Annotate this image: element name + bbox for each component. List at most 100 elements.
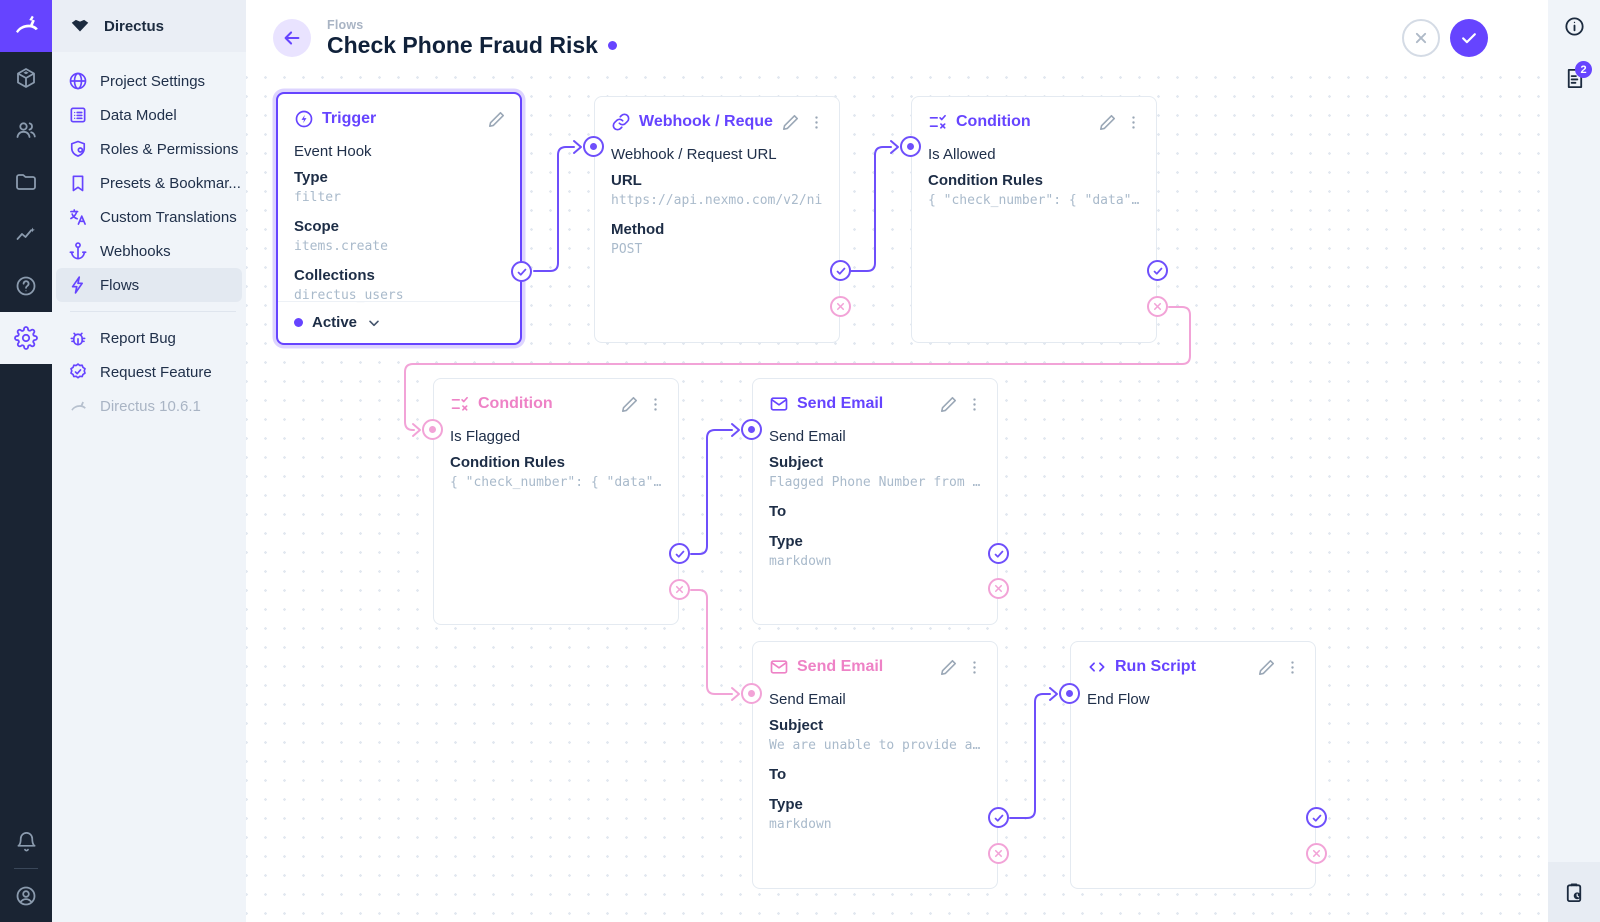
edit-icon[interactable]	[781, 113, 800, 132]
edit-icon[interactable]	[939, 395, 958, 414]
resolve-anchor[interactable]	[1306, 807, 1327, 828]
flow-header: Flows Check Phone Fraud Risk	[246, 0, 1548, 76]
input-anchor[interactable]	[741, 419, 762, 440]
card-title: Condition	[956, 113, 1031, 130]
card-title: Send Email	[797, 658, 884, 675]
info-button[interactable]	[1548, 0, 1600, 52]
nav-item-project-settings[interactable]: Project Settings	[56, 64, 242, 98]
insights-module-activity-icon[interactable]	[0, 208, 52, 260]
edit-icon[interactable]	[1257, 658, 1276, 677]
reject-anchor[interactable]	[1147, 296, 1168, 317]
directus-rabbit-icon	[68, 396, 88, 416]
status-dot	[294, 318, 303, 327]
nav-item-roles-permissions[interactable]: Roles & Permissions	[56, 132, 242, 166]
input-anchor[interactable]	[900, 136, 921, 157]
more-options-icon[interactable]	[647, 396, 664, 413]
resolve-anchor[interactable]	[988, 543, 1009, 564]
notices-button[interactable]: 2	[1548, 52, 1600, 104]
more-options-icon[interactable]	[966, 659, 983, 676]
input-anchor[interactable]	[583, 136, 604, 157]
users-module-icon[interactable]	[0, 104, 52, 156]
flow-status-toggle[interactable]: Active	[278, 301, 520, 343]
field-label: To	[769, 766, 787, 783]
field-label: Condition Rules	[450, 454, 565, 471]
nav-label: Report Bug	[100, 329, 176, 347]
resolve-anchor[interactable]	[511, 261, 532, 282]
flow-card-condition-flagged[interactable]: Condition Is Flagged Condition Rules{ "c…	[422, 378, 690, 625]
bookmark-icon	[68, 173, 88, 193]
field-value: markdown	[769, 554, 832, 569]
back-button[interactable]	[273, 19, 311, 57]
rule-icon	[450, 394, 470, 414]
nav-label: Request Feature	[100, 363, 212, 381]
bolt-icon	[68, 275, 88, 295]
help-module-icon[interactable]	[0, 260, 52, 312]
reject-anchor[interactable]	[1306, 843, 1327, 864]
notifications-bell-icon[interactable]	[0, 815, 52, 867]
more-options-icon[interactable]	[1125, 114, 1142, 131]
shield-icon	[68, 139, 88, 159]
discard-changes-button[interactable]	[1402, 19, 1440, 57]
activity-log-button[interactable]	[1548, 862, 1600, 922]
edit-icon[interactable]	[1098, 113, 1117, 132]
page-title-text: Check Phone Fraud Risk	[327, 31, 598, 58]
nav-item-data-model[interactable]: Data Model	[56, 98, 242, 132]
nav-item-flows[interactable]: Flows	[56, 268, 242, 302]
resolve-anchor[interactable]	[669, 543, 690, 564]
nav-item-custom-translations[interactable]: Custom Translations	[56, 200, 242, 234]
resolve-anchor[interactable]	[988, 807, 1009, 828]
flow-canvas[interactable]: Flows Check Phone Fraud Risk Trigger Eve…	[246, 0, 1548, 922]
more-options-icon[interactable]	[808, 114, 825, 131]
trigger-name: Event Hook	[294, 143, 372, 160]
field-label: Collections	[294, 267, 375, 284]
resolve-anchor[interactable]	[830, 260, 851, 281]
edit-icon[interactable]	[487, 110, 506, 129]
edit-icon[interactable]	[620, 395, 639, 414]
more-options-icon[interactable]	[1284, 659, 1301, 676]
flow-card-condition-allowed[interactable]: Condition Is Allowed Condition Rules{ "c…	[900, 96, 1168, 343]
module-bar	[0, 0, 52, 922]
input-anchor[interactable]	[422, 419, 443, 440]
flow-card-run-script[interactable]: Run Script End Flow	[1059, 641, 1327, 889]
reject-anchor[interactable]	[830, 296, 851, 317]
files-module-folder-icon[interactable]	[0, 156, 52, 208]
more-options-icon[interactable]	[966, 396, 983, 413]
field-label: Subject	[769, 717, 824, 734]
operation-name: Send Email	[769, 428, 846, 445]
check-icon	[1462, 33, 1476, 44]
nav-item-presets-bookmarks[interactable]: Presets & Bookmar...	[56, 166, 242, 200]
card-title: Send Email	[797, 395, 884, 412]
settings-module-gear-icon[interactable]	[0, 312, 52, 364]
account-avatar-icon[interactable]	[0, 870, 52, 922]
reject-anchor[interactable]	[988, 843, 1009, 864]
nav-item-request-feature[interactable]: Request Feature	[56, 355, 242, 389]
operation-name: Is Flagged	[450, 428, 521, 445]
edge-email-resolve-to-runscript	[1009, 693, 1051, 819]
nav-item-webhooks[interactable]: Webhooks	[56, 234, 242, 268]
project-chip[interactable]: Directus	[52, 0, 246, 52]
flow-card-webhook[interactable]: Webhook / Request URL Webhook / Request …	[583, 96, 851, 343]
module-bar-spacer	[0, 364, 52, 815]
reject-anchor[interactable]	[669, 579, 690, 600]
save-button[interactable]	[1450, 19, 1488, 57]
nav-item-report-bug[interactable]: Report Bug	[56, 321, 242, 355]
content-module-cube-icon[interactable]	[0, 52, 52, 104]
reject-anchor[interactable]	[988, 578, 1009, 599]
bolt-circle-icon	[294, 109, 314, 129]
input-anchor[interactable]	[1059, 683, 1080, 704]
edge-webhook-to-condition	[850, 146, 892, 272]
edit-icon[interactable]	[939, 658, 958, 677]
resolve-anchor[interactable]	[1147, 260, 1168, 281]
nav-label: Presets & Bookmar...	[100, 174, 241, 192]
project-logo-icon	[71, 19, 89, 32]
link-icon	[611, 112, 631, 132]
settings-nav-sidebar: Directus Project Settings Data Model Rol…	[52, 0, 246, 922]
field-value: { "check_number": { "data"…	[450, 475, 662, 490]
directus-rabbit-logo-icon[interactable]	[0, 0, 52, 52]
input-anchor[interactable]	[741, 683, 762, 704]
field-label: Type	[769, 796, 803, 813]
nav-label: Flows	[100, 276, 140, 294]
